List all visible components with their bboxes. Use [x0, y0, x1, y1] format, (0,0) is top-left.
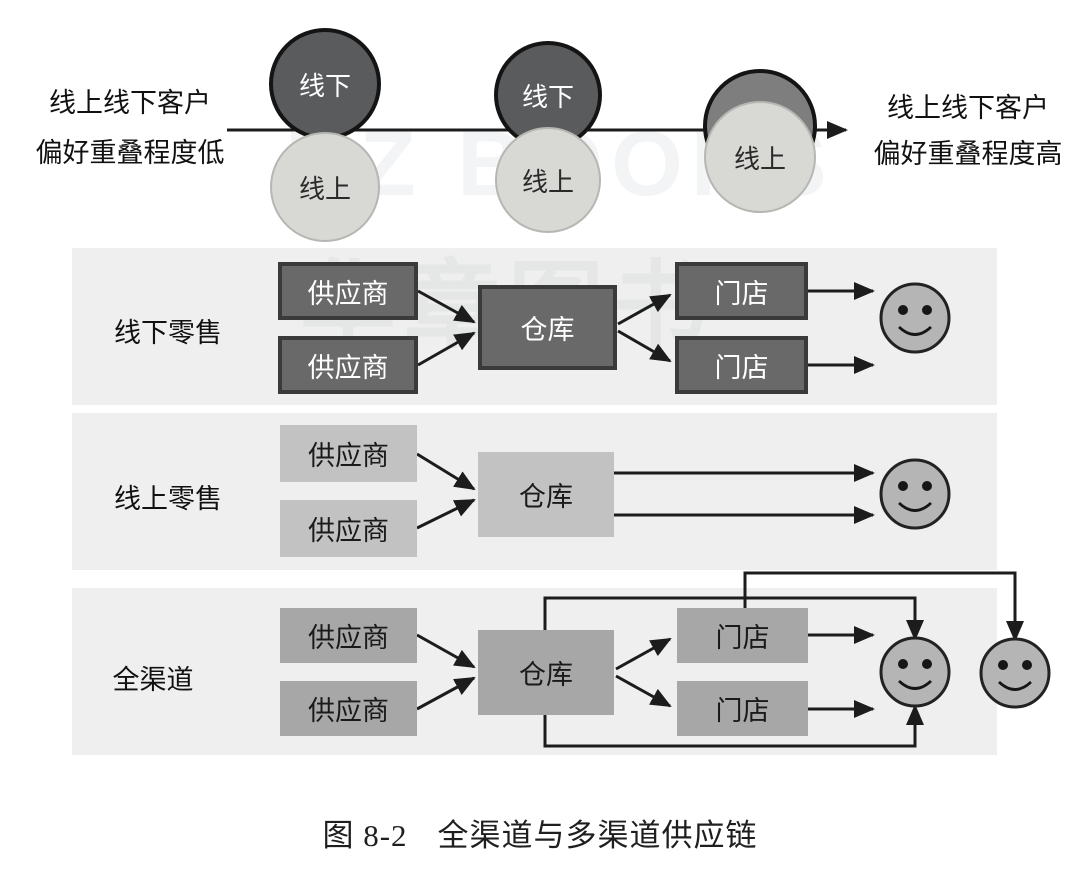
axis-label-low-overlap: 线上线下客户 偏好重叠程度低: [20, 78, 240, 178]
online-circle-pair3: 线上: [704, 101, 816, 213]
warehouse-box: 仓库: [478, 452, 614, 537]
online-circle-pair1: 线上: [270, 132, 380, 242]
online-circle-pair2: 线上: [495, 127, 601, 233]
axis-label-line: 线上线下客户: [887, 93, 1049, 123]
offline-circle-label: 线下: [298, 71, 351, 101]
supplier-box: 供应商: [278, 336, 418, 394]
store-box: 门店: [675, 336, 808, 394]
store-box: 门店: [675, 262, 808, 320]
store-box: 门店: [677, 681, 808, 736]
supplier-box: 供应商: [280, 681, 417, 736]
offline-circle-label: 线下: [521, 82, 574, 112]
row-label-online-retail: 线上零售: [114, 484, 222, 514]
axis-label-line: 偏好重叠程度高: [873, 139, 1063, 169]
axis-label-line: 偏好重叠程度低: [35, 138, 225, 168]
warehouse-box: 仓库: [478, 285, 617, 370]
supplier-box: 供应商: [278, 262, 418, 320]
online-circle-label: 线上: [298, 174, 351, 204]
online-circle-label: 线上: [521, 167, 574, 197]
figure-title: 全渠道与多渠道供应链: [437, 818, 758, 853]
offline-circle-pair1: 线下: [269, 28, 381, 140]
supplier-box: 供应商: [280, 500, 417, 557]
figure-caption: 图 8-2 全渠道与多渠道供应链: [0, 810, 1080, 855]
axis-label-high-overlap: 线上线下客户 偏好重叠程度高: [858, 85, 1078, 177]
store-box: 门店: [677, 608, 808, 663]
online-circle-label: 线上: [733, 144, 786, 174]
warehouse-box: 仓库: [478, 630, 614, 715]
row-label-omnichannel: 全渠道: [112, 665, 194, 695]
supplier-box: 供应商: [280, 608, 417, 663]
axis-label-line: 线上线下客户: [49, 88, 211, 118]
row-label-offline-retail: 线下零售: [114, 318, 222, 348]
supplier-box: 供应商: [280, 425, 417, 482]
figure-number: 图 8-2: [322, 818, 408, 853]
